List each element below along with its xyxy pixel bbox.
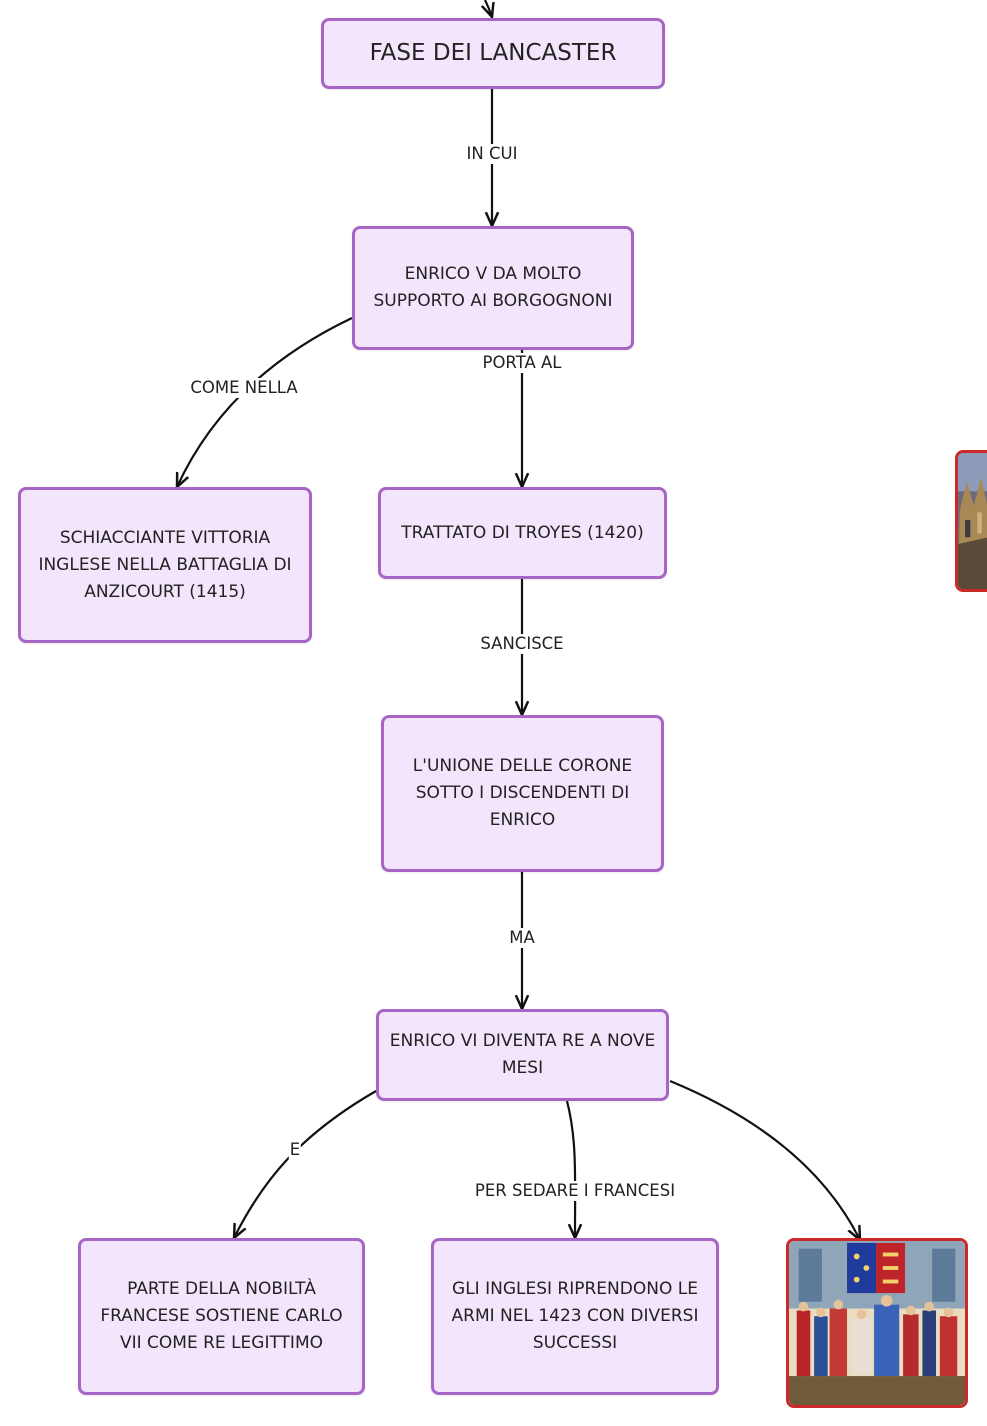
coronation-image [789, 1241, 965, 1405]
link-label-ma: MA [508, 928, 536, 948]
node-fase-dei-lancaster[interactable]: FASE DEI LANCASTER [321, 18, 665, 89]
link-label-e: E [288, 1140, 302, 1160]
node-text: PARTE DELLA NOBILTÀ FRANCESE SOSTIENE CA… [100, 1279, 343, 1353]
link-label-porta-al: PORTA AL [481, 353, 563, 373]
link-per-sedare [565, 1100, 575, 1238]
link-to-picture [669, 1079, 860, 1240]
node-trattato-troyes[interactable]: TRATTATO DI TROYES (1420) [378, 487, 667, 579]
link-incoming [485, 0, 492, 17]
node-inglesi-1423[interactable]: GLI INGLESI RIPRENDONO LE ARMI NEL 1423 … [431, 1238, 719, 1395]
node-nobilta-carlo-vii[interactable]: PARTE DELLA NOBILTÀ FRANCESE SOSTIENE CA… [78, 1238, 365, 1395]
node-text: FASE DEI LANCASTER [369, 40, 617, 66]
node-text: GLI INGLESI RIPRENDONO LE ARMI NEL 1423 … [451, 1279, 699, 1353]
node-enrico-v[interactable]: ENRICO V DA MOLTO SUPPORTO AI BORGOGNONI [352, 226, 634, 350]
link-label-per-sedare: PER SEDARE I FRANCESI [473, 1181, 677, 1201]
node-text: TRATTATO DI TROYES (1420) [401, 522, 644, 543]
painting-image [958, 453, 987, 589]
link-come-nella [177, 317, 353, 487]
link-label-sancisce: SANCISCE [479, 634, 565, 654]
node-text: ENRICO VI DIVENTA RE A NOVE MESI [389, 1031, 656, 1078]
link-label-in-cui: IN CUI [465, 144, 519, 164]
link-label-come-nella: COME NELLA [189, 378, 299, 398]
side-picture-image[interactable] [955, 450, 987, 592]
link-e [234, 1090, 377, 1238]
node-unione-corone[interactable]: L'UNIONE DELLE CORONE SOTTO I DISCENDENT… [381, 715, 664, 872]
coronation-picture-image[interactable] [786, 1238, 968, 1408]
node-text: L'UNIONE DELLE CORONE SOTTO I DISCENDENT… [412, 756, 633, 830]
node-vittoria-anzicourt[interactable]: SCHIACCIANTE VITTORIA INGLESE NELLA BATT… [18, 487, 312, 643]
node-enrico-vi[interactable]: ENRICO VI DIVENTA RE A NOVE MESI [376, 1009, 669, 1101]
node-text: ENRICO V DA MOLTO SUPPORTO AI BORGOGNONI [373, 264, 613, 311]
node-text: SCHIACCIANTE VITTORIA INGLESE NELLA BATT… [38, 527, 292, 602]
